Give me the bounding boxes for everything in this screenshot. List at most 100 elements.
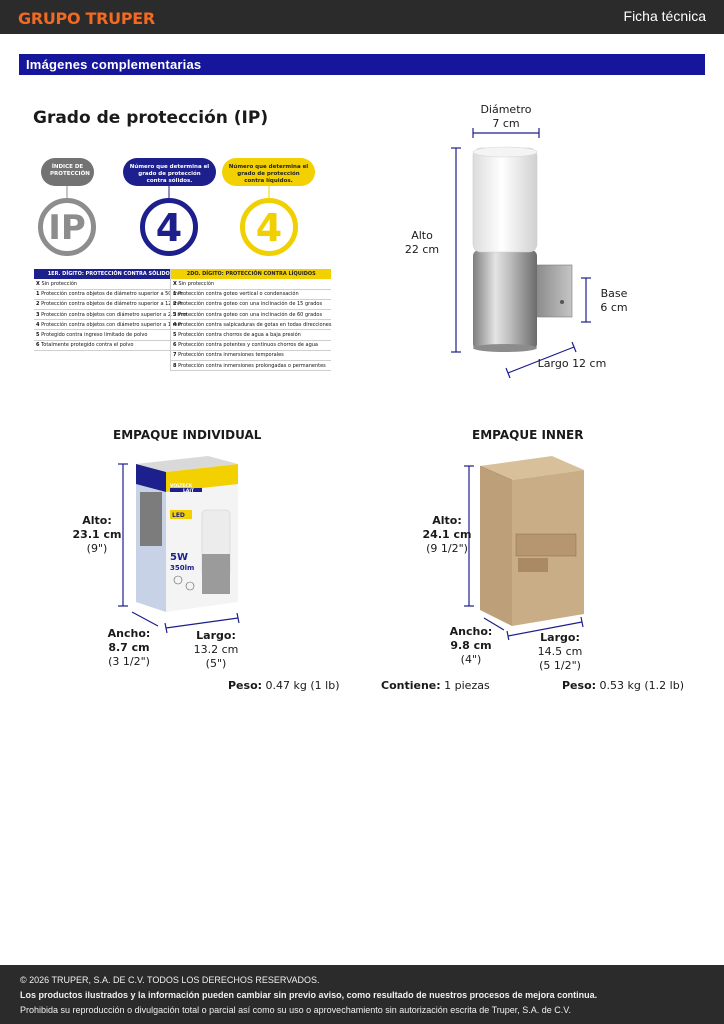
individual-box-model: LAIT (183, 489, 195, 494)
inner-peso-label: Peso: (562, 679, 597, 692)
table-row: X Sin protección (170, 279, 332, 290)
product-illustration (451, 128, 591, 379)
section-title: Imágenes complementarias (26, 57, 202, 72)
inner-alto-label: Alto: 24.1 cm (9 1/2") (422, 514, 472, 556)
inner-largo-text: Largo: (540, 631, 580, 644)
row-text: Protección contra objetos de diámetro su… (41, 291, 183, 298)
footer-legal: Prohibida su reproducción o divulgación … (20, 1005, 571, 1015)
row-text: Protección contra inmersiones prolongada… (178, 362, 326, 369)
inner-package-illustration (464, 456, 584, 640)
inner-peso-value: 0.53 kg (1.2 lb) (599, 679, 684, 692)
inner-alto-in: (9 1/2") (426, 542, 468, 555)
ip-liquid-table: 2DO. DÍGITO: PROTECCIÓN CONTRA LÍQUIDOS … (170, 269, 332, 372)
individual-weight: Peso: 0.47 kg (1 lb) (228, 679, 340, 692)
row-code: 5 (173, 332, 177, 339)
base-label: Base 6 cm (592, 287, 636, 315)
alto-value: 22 cm (404, 243, 440, 256)
row-text: Sin protección (41, 280, 78, 287)
row-code: 2 (36, 301, 40, 308)
ip-code-circle: IP (38, 198, 96, 256)
table-row: 8 Protección contra inmersiones prolonga… (170, 360, 332, 372)
individual-ancho-in: (3 1/2") (108, 655, 150, 668)
individual-peso-value: 0.47 kg (1 lb) (265, 679, 340, 692)
inner-largo-label: Largo: 14.5 cm (5 1/2") (534, 631, 586, 673)
inner-largo-cm: 14.5 cm (537, 645, 583, 658)
table-row: X Sin protección (34, 279, 188, 290)
inner-contiene-label: Contiene: (381, 679, 441, 692)
inner-package-title: EMPAQUE INNER (472, 428, 584, 442)
individual-ancho-label: Ancho: 8.7 cm (3 1/2") (104, 627, 154, 669)
table-cell: 3 Protección contra goteo con una inclin… (170, 309, 332, 321)
top-header-bar: GRUPO TRUPER Ficha técnica (0, 0, 724, 34)
table-row: 6 Protección contra potentes y continuos… (170, 340, 332, 351)
inner-contents: Contiene: 1 piezas (381, 679, 490, 692)
table-cell: 2 Protección contra goteo con una inclin… (170, 299, 332, 311)
inner-contiene-value: 1 piezas (444, 679, 490, 692)
ip-liquid-digit-circle: 4 (240, 198, 298, 256)
section-title-bar: Imágenes complementarias (19, 54, 705, 75)
individual-largo-label: Largo: 13.2 cm (5") (190, 629, 242, 671)
table-row: 1 Protección contra objetos de diámetro … (34, 289, 188, 300)
individual-largo-in: (5") (205, 657, 227, 670)
row-text: Protección contra potentes y continuos c… (178, 342, 318, 349)
largo-label: Largo 12 cm (537, 357, 607, 370)
table-row: 3 Protección contra objetos con diámetro… (34, 309, 188, 321)
inner-ancho-text: Ancho: (449, 625, 493, 638)
ip-liquid-table-header: 2DO. DÍGITO: PROTECCIÓN CONTRA LÍQUIDOS (170, 269, 332, 279)
inner-ancho-cm: 9.8 cm (450, 639, 492, 652)
row-code: 4 (36, 321, 40, 328)
row-code: 4 (173, 321, 177, 328)
ip-connector-lines (66, 186, 270, 198)
alto-label: Alto 22 cm (396, 229, 448, 257)
individual-alto-label: Alto: 23.1 cm (9") (72, 514, 122, 556)
ip-index-pill: ÍNDICE DE PROTECCIÓN (41, 158, 94, 186)
footer-bar: © 2026 TRUPER, S.A. DE C.V. TODOS LOS DE… (0, 965, 724, 1024)
individual-alto-text: Alto: (82, 514, 112, 527)
row-code: 1 (173, 291, 177, 298)
ip-liquid-pill: Número que determina el grado de protecc… (222, 158, 315, 186)
table-cell: 6 Protección contra potentes y continuos… (170, 340, 332, 351)
alto-label-text: Alto (411, 229, 433, 242)
row-code: 3 (36, 311, 40, 318)
table-cell: 1 Protección contra goteo vertical o con… (170, 289, 332, 300)
doc-type-label: Ficha técnica (623, 8, 706, 24)
row-text: Protegido contra ingreso limitado de pol… (41, 332, 148, 339)
row-code: 6 (36, 342, 40, 349)
table-cell: 5 Protegido contra ingreso limitado de p… (34, 329, 188, 341)
row-text: Protección contra inmersiones temporales (178, 352, 284, 359)
table-cell: 2 Protección contra objetos de diámetro … (34, 299, 188, 311)
individual-box-led: LED (172, 512, 185, 519)
individual-peso-label: Peso: (228, 679, 263, 692)
individual-box-brand: VOLTECK (170, 484, 193, 489)
table-row: 6 Totalmente protegido contra el polvo (34, 340, 188, 351)
table-row: 1 Protección contra goteo vertical o con… (170, 289, 332, 300)
table-cell: 3 Protección contra objetos con diámetro… (34, 309, 188, 321)
table-row: 4 Protección contra objetos con diámetro… (34, 319, 188, 331)
base-value: 6 cm (600, 301, 628, 314)
ip-solid-pill: Número que determina el grado de protecc… (123, 158, 216, 186)
table-row: 7 Protección contra inmersiones temporal… (170, 350, 332, 362)
brand-logo: GRUPO TRUPER (18, 9, 155, 28)
individual-box-watts: 5W (170, 552, 188, 563)
table-cell: 7 Protección contra inmersiones temporal… (170, 350, 332, 362)
row-code: 6 (173, 342, 177, 349)
row-text: Protección contra objetos con diámetro s… (41, 311, 188, 318)
individual-box-lumens: 350lm (170, 564, 195, 572)
row-text: Protección contra objetos de diámetro su… (41, 301, 183, 308)
inner-weight: Peso: 0.53 kg (1.2 lb) (562, 679, 684, 692)
individual-package-illustration (118, 456, 240, 634)
inner-ancho-label: Ancho: 9.8 cm (4") (446, 625, 496, 667)
row-code: X (36, 280, 40, 287)
table-cell: 4 Protección contra salpicaduras de gota… (170, 319, 332, 331)
individual-ancho-cm: 8.7 cm (108, 641, 150, 654)
individual-package-title: EMPAQUE INDIVIDUAL (113, 428, 262, 442)
inner-largo-in: (5 1/2") (539, 659, 581, 672)
footer-copyright: © 2026 TRUPER, S.A. DE C.V. TODOS LOS DE… (20, 975, 320, 985)
table-cell: 4 Protección contra objetos con diámetro… (34, 319, 188, 331)
ip-solid-table: 1ER. DÍGITO: PROTECCIÓN CONTRA SÓLIDOS X… (34, 269, 188, 351)
table-cell: 1 Protección contra objetos de diámetro … (34, 289, 188, 300)
table-cell: 5 Protección contra chorros de agua a ba… (170, 329, 332, 341)
diametro-label-text: Diámetro (480, 103, 532, 116)
row-text: Protección contra salpicaduras de gotas … (178, 321, 332, 328)
